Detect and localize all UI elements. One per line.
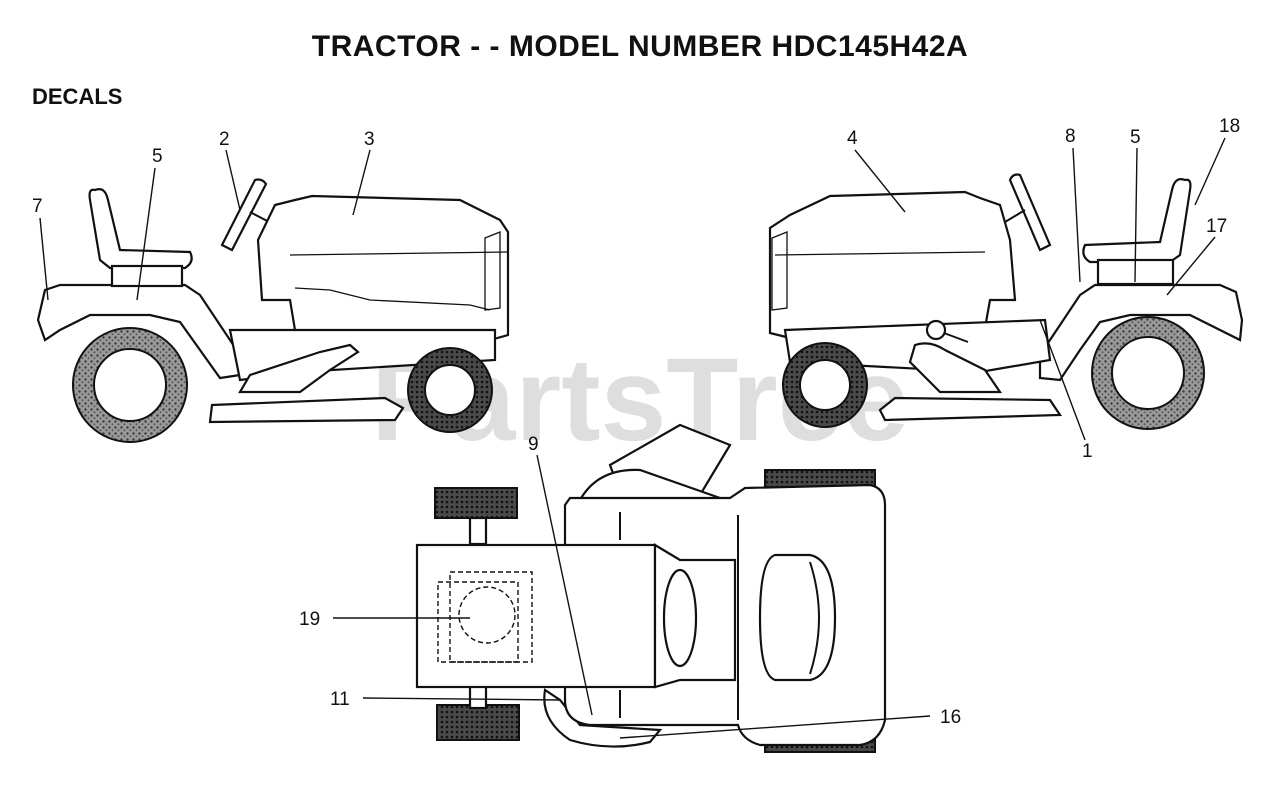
callout-11: 11 <box>330 689 350 710</box>
callout-2: 2 <box>219 129 230 150</box>
callout-16: 16 <box>940 707 961 728</box>
callout-8: 8 <box>1065 126 1076 147</box>
leader-lines <box>39 137 1226 739</box>
callout-5-left: 5 <box>152 146 163 167</box>
callout-19: 19 <box>299 609 320 630</box>
tractor-left-view <box>36 178 510 443</box>
tractor-top-view <box>415 423 887 753</box>
callout-labels: 7 5 2 3 4 8 5 18 17 1 9 19 11 16 <box>32 116 1240 728</box>
section-heading: DECALS <box>32 84 123 109</box>
callout-7: 7 <box>32 196 43 217</box>
callout-1: 1 <box>1082 441 1093 462</box>
diagram-title: TRACTOR - - MODEL NUMBER HDC145H42A <box>311 30 969 63</box>
callout-5-right: 5 <box>1130 127 1141 148</box>
callout-4: 4 <box>847 128 858 149</box>
callout-17: 17 <box>1206 216 1227 237</box>
callout-18: 18 <box>1219 116 1240 137</box>
callout-3: 3 <box>364 129 375 150</box>
tractor-right-view <box>768 173 1244 430</box>
callout-9: 9 <box>528 434 539 455</box>
